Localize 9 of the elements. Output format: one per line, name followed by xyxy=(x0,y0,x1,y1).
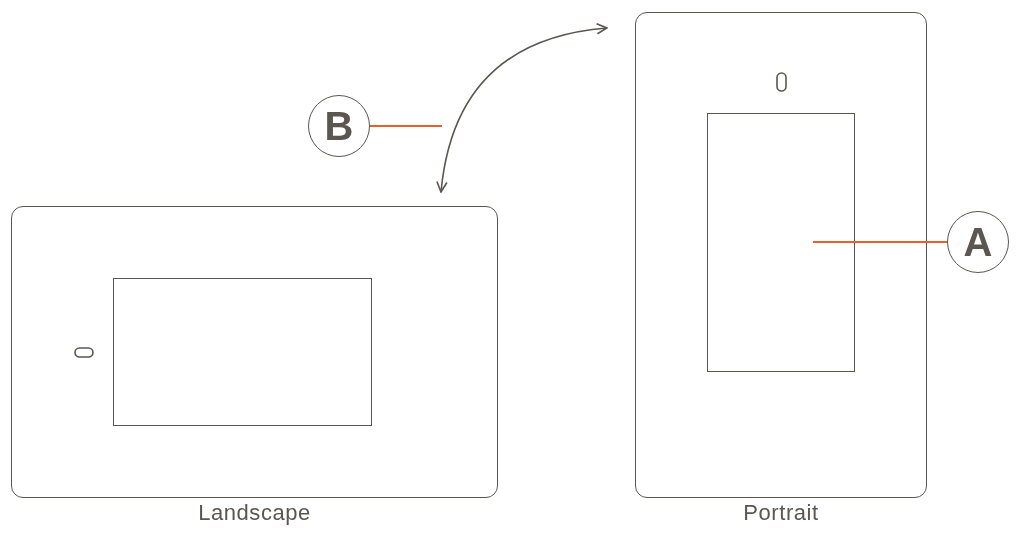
leader-line xyxy=(813,240,947,244)
rotation-arrow xyxy=(436,23,608,193)
screen-outline xyxy=(706,112,855,372)
callout-letter: A xyxy=(963,222,993,262)
callout-letter: B xyxy=(324,106,354,146)
screen-outline xyxy=(112,277,372,426)
node-label: Landscape xyxy=(197,499,312,527)
leader-line xyxy=(370,124,442,128)
node-label: Portrait xyxy=(742,499,820,527)
